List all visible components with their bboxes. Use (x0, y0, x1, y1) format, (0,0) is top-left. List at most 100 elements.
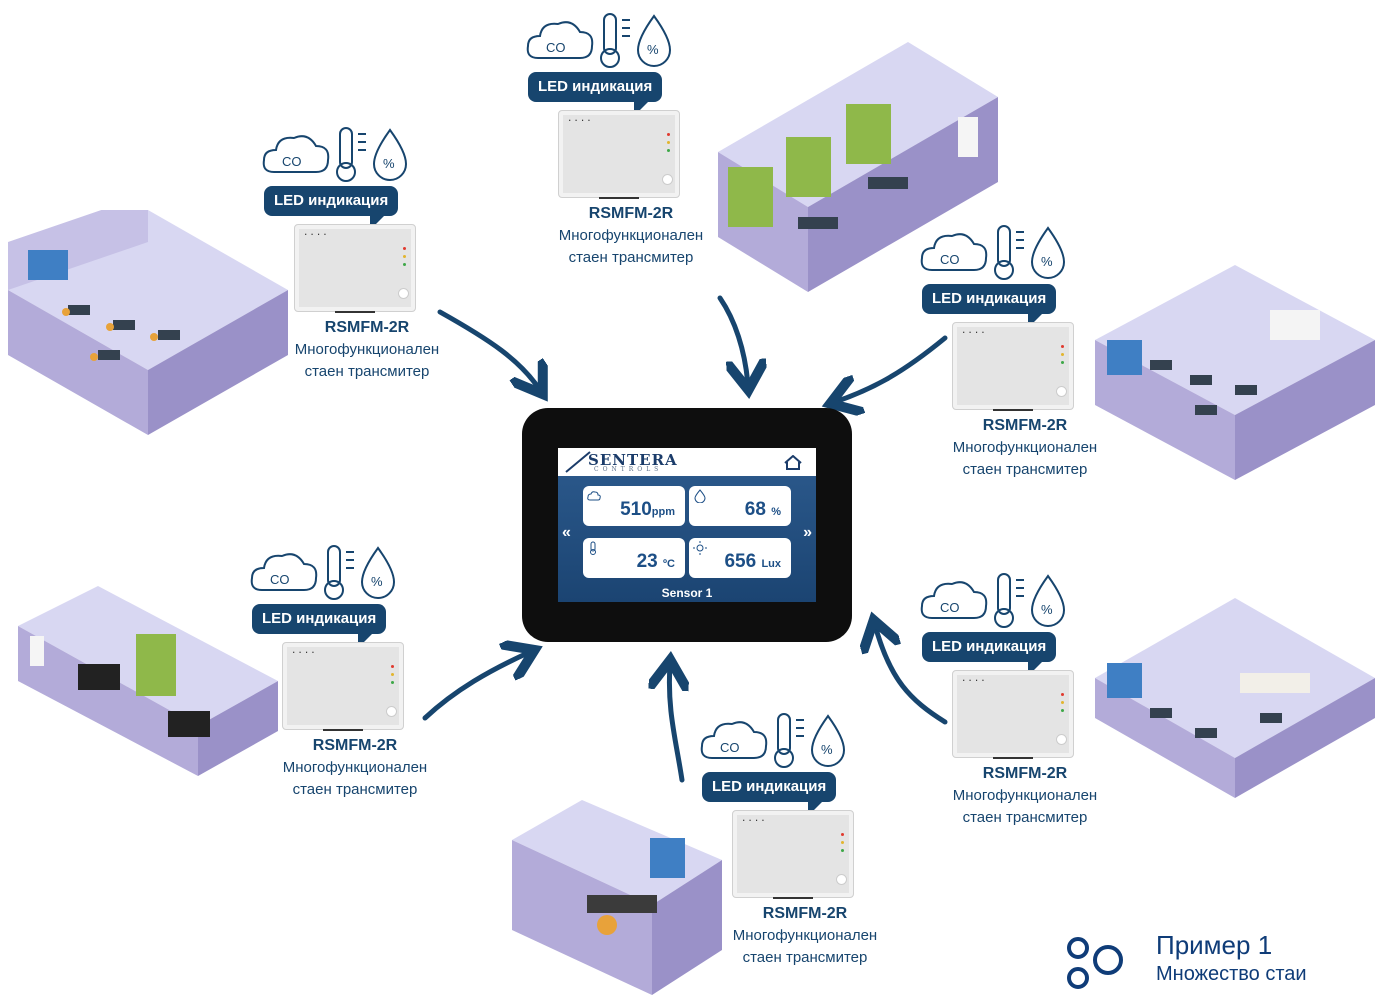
humidity-value: 68 (744, 499, 766, 520)
sensor-unit-top-left: CO % LED индикация .... RSMFM-2R Многофу… (262, 124, 472, 384)
sensor-unit-bottom: CO % LED индикация .... RSMFM-2R Многофу… (700, 710, 910, 970)
led-indication-label: LED индикация (702, 772, 837, 816)
model-name: RSMFM-2R (588, 205, 674, 222)
arrow-right (835, 335, 948, 402)
gears-icon (1067, 937, 1123, 989)
brand-name: SENTERA (588, 451, 678, 469)
thermometer-icon (324, 545, 354, 600)
svg-text:CO: CO (940, 252, 960, 267)
prev-arrow[interactable]: « (562, 524, 571, 541)
tile-temperature[interactable]: 23 ºC (583, 538, 685, 578)
humidity-drop-icon (694, 489, 706, 503)
example-subtitle: Множество стаи (1156, 963, 1307, 985)
rsmfm-device: .... (282, 642, 404, 731)
co2-value: 510 (620, 499, 652, 520)
model-desc-2: стаен трансмитер (292, 781, 418, 798)
svg-text:%: % (371, 574, 383, 589)
rsmfm-device: .... (558, 110, 680, 199)
model-desc-2: стаен трансмитер (304, 363, 430, 380)
co2-unit: ppm (651, 506, 675, 518)
led-indication-label: LED индикация (528, 72, 663, 116)
office-illustration (512, 800, 722, 995)
humidity-drop-icon (360, 546, 396, 599)
model-name: RSMFM-2R (324, 319, 410, 336)
model-desc-2: стаен трансмитер (962, 461, 1088, 478)
co2-cloud-icon (700, 721, 768, 759)
brand-subtitle: CONTROLS (594, 466, 663, 473)
model-desc-1: Многофункционален (282, 759, 428, 776)
arrow-bottom (669, 665, 682, 783)
sensor-icons: CO % (250, 545, 396, 600)
sensor-icons: CO % (262, 127, 408, 182)
svg-text:%: % (383, 156, 395, 171)
science-lab-illustration (1095, 598, 1375, 798)
rsmfm-device: .... (294, 224, 416, 313)
light-unit: Lux (761, 558, 781, 570)
temperature-unit: ºC (663, 558, 675, 570)
co2-cloud-icon (262, 135, 330, 173)
svg-text:%: % (647, 42, 659, 57)
computer-lab-illustration (18, 586, 278, 776)
light-value: 656 (724, 551, 757, 572)
model-name: RSMFM-2R (312, 737, 398, 754)
led-indication-label: LED индикация (922, 284, 1057, 328)
svg-text:CO: CO (940, 600, 960, 615)
model-desc-1: Многофункционален (558, 227, 704, 244)
example-title: Пример 1 (1156, 930, 1273, 960)
sensor-unit-left: CO % LED индикация .... RSMFM-2R Многофу… (250, 542, 460, 802)
svg-text:%: % (1041, 602, 1053, 617)
humidity-drop-icon (1030, 574, 1066, 627)
temperature-value: 23 (636, 551, 658, 572)
svg-text:%: % (1041, 254, 1053, 269)
sensor-unit-right: CO % LED индикация .... RSMFM-2R Многофу… (920, 222, 1130, 482)
led-indication-label: LED индикация (922, 632, 1057, 676)
svg-text:CO: CO (270, 572, 290, 587)
home-icon[interactable] (784, 455, 802, 470)
rsmfm-device: .... (732, 810, 854, 899)
sensor-name: Sensor 1 (661, 586, 713, 600)
co2-cloud-icon (250, 553, 318, 591)
model-desc-1: Многофункционален (294, 341, 440, 358)
sensor-icons: CO % (920, 225, 1066, 280)
model-desc-1: Многофункционален (732, 927, 878, 944)
display-header: SENTERA CONTROLS (558, 448, 816, 476)
sensor-unit-top: CO % LED индикация .... RSMFM-2R Многофу… (526, 10, 736, 270)
model-name: RSMFM-2R (982, 765, 1068, 782)
rsmfm-device: .... (952, 670, 1074, 759)
display-screen: SENTERA CONTROLS « » 510ppm 68 % 23 ºC 6… (558, 448, 816, 602)
model-desc-2: стаен трансмитер (962, 809, 1088, 826)
humidity-drop-icon (636, 14, 672, 67)
humidity-unit: % (771, 506, 781, 518)
sensor-icons: CO % (526, 13, 672, 68)
touch-display: SENTERA CONTROLS « » 510ppm 68 % 23 ºC 6… (522, 408, 852, 642)
humidity-drop-icon (372, 128, 408, 181)
classroom-illustration-2 (1095, 265, 1375, 480)
sensor-unit-bottom-right: CO % LED индикация .... RSMFM-2R Многофу… (920, 570, 1130, 830)
thermometer-icon (336, 127, 366, 182)
arrow-top-left (437, 309, 540, 390)
arrow-left (422, 652, 530, 721)
tile-humidity[interactable]: 68 % (689, 486, 791, 526)
next-arrow[interactable]: » (803, 524, 812, 541)
thermometer-icon (994, 573, 1024, 628)
thermometer-icon (590, 541, 596, 555)
led-indication-label: LED индикация (252, 604, 387, 648)
model-name: RSMFM-2R (982, 417, 1068, 434)
thermometer-icon (994, 225, 1024, 280)
humidity-drop-icon (1030, 226, 1066, 279)
brand-logo-mark (565, 451, 591, 473)
arrow-bottom-right (875, 625, 948, 725)
co2-cloud-icon (526, 21, 594, 59)
model-desc-2: стаен трансмитер (742, 949, 868, 966)
co2-cloud-icon (920, 581, 988, 619)
svg-text:%: % (821, 742, 833, 757)
library-illustration (718, 42, 998, 292)
svg-text:CO: CO (546, 40, 566, 55)
tile-light[interactable]: 656 Lux (689, 538, 791, 578)
sensor-icons: CO % (920, 573, 1066, 628)
svg-text:CO: CO (720, 740, 740, 755)
tile-co2[interactable]: 510ppm (583, 486, 685, 526)
classroom-illustration-1 (8, 210, 288, 435)
led-indication-label: LED индикация (264, 186, 399, 230)
